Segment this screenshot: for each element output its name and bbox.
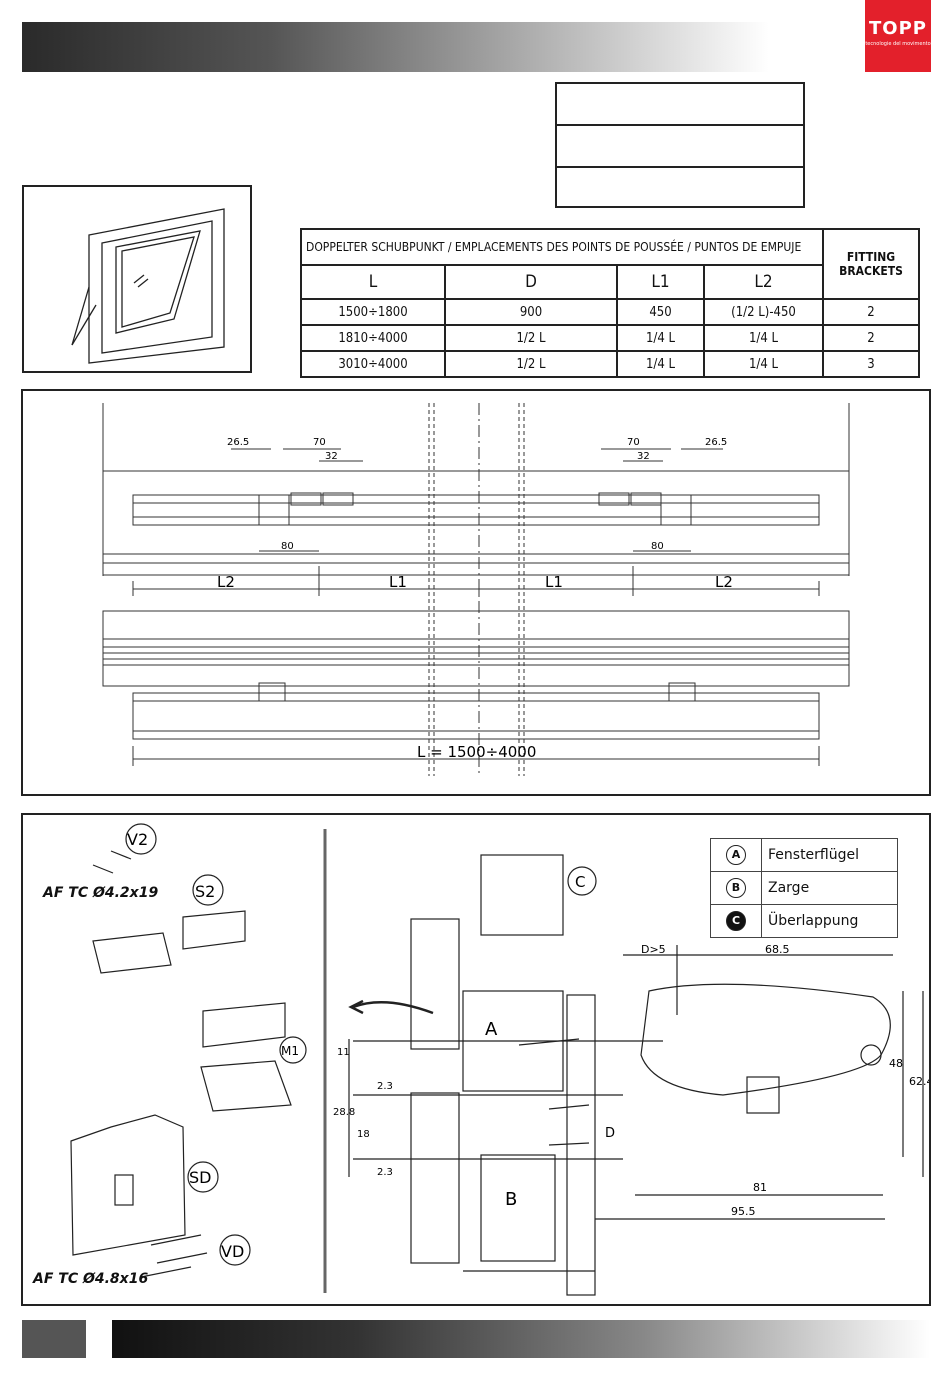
section-c: C	[575, 873, 585, 891]
brackets-header: FITTING BRACKETS	[822, 228, 920, 300]
col-L2: L2	[703, 264, 824, 300]
col-L: L	[300, 264, 446, 300]
dim-11: 11	[337, 1047, 350, 1058]
section-d: D	[605, 1126, 615, 1141]
legend-label-a: Fensterflügel	[761, 838, 898, 872]
part-m1: M1	[281, 1044, 299, 1058]
spec-title: DOPPELTER SCHUBPUNKT / EMPLACEMENTS DES …	[300, 228, 824, 266]
dim-2-3: 2.3	[377, 1081, 393, 1092]
brand-logo: TOPP tecnologie del movimento	[865, 0, 931, 72]
dim-32-right: 32	[637, 451, 650, 462]
label-total-length: L = 1500÷4000	[417, 743, 536, 761]
label-L2: L2	[217, 573, 235, 591]
dim-70: 70	[313, 437, 326, 448]
part-vd: VD	[221, 1242, 244, 1261]
legend-table: A Fensterflügel B Zarge C Überlappung	[710, 838, 898, 938]
dim-d5: D>5	[641, 943, 666, 956]
dim-18: 18	[357, 1129, 370, 1140]
dim-28-8: 28.8	[333, 1107, 355, 1118]
legend-row: B Zarge	[710, 871, 898, 905]
legend-key-b: B	[726, 878, 746, 898]
legend-label-b: Zarge	[761, 871, 898, 905]
part-sd: SD	[189, 1168, 211, 1187]
legend-key-a: A	[726, 845, 746, 865]
dim-32: 32	[325, 451, 338, 462]
dim-95-5: 95.5	[731, 1205, 756, 1218]
installation-drawing: 26.5 70 32 80 70 32 26.5 80 L2 L1 L1 L2 …	[21, 389, 931, 796]
label-L1-right: L1	[545, 573, 563, 591]
header-bar	[22, 22, 852, 72]
dim-48: 48	[889, 1057, 903, 1070]
dim-80-right: 80	[651, 541, 664, 552]
section-a: A	[485, 1019, 498, 1040]
dim-80: 80	[281, 541, 294, 552]
part-s2: S2	[195, 882, 215, 901]
dim-2-3b: 2.3	[377, 1167, 393, 1178]
legend-key-c: C	[726, 911, 746, 931]
part-v2: V2	[127, 830, 148, 849]
screw-spec-1: AF TC Ø4.2x19	[43, 885, 159, 901]
dim-26-5-right: 26.5	[705, 437, 727, 448]
label-L1: L1	[389, 573, 407, 591]
legend-label-c: Überlappung	[761, 904, 898, 938]
profile-drawing-svg: 26.5 70 32 80 70 32 26.5 80 L2 L1 L1 L2 …	[102, 403, 850, 776]
footer-bar	[112, 1320, 930, 1358]
label-L2-right: L2	[715, 573, 733, 591]
legend-row: A Fensterflügel	[710, 838, 898, 872]
screw-spec-2: AF TC Ø4.8x16	[33, 1271, 149, 1287]
parts-and-section: V2 S2 M1 SD VD C A B D D>5 68.5 48 62.4 …	[21, 813, 934, 1306]
footer-page-block	[22, 1320, 86, 1358]
col-L1: L1	[616, 264, 705, 300]
legend-row: C Überlappung	[710, 904, 898, 938]
section-b: B	[505, 1189, 517, 1210]
dim-26-5: 26.5	[227, 437, 249, 448]
dim-81: 81	[753, 1181, 767, 1194]
spec-table: DOPPELTER SCHUBPUNKT / EMPLACEMENTS DES …	[300, 228, 920, 378]
dim-70-right: 70	[627, 437, 640, 448]
col-D: D	[444, 264, 618, 300]
blank-info-box	[555, 82, 805, 208]
dim-68-5: 68.5	[765, 943, 790, 956]
dim-62-4: 62.4	[909, 1075, 929, 1088]
window-illustration	[22, 185, 252, 373]
